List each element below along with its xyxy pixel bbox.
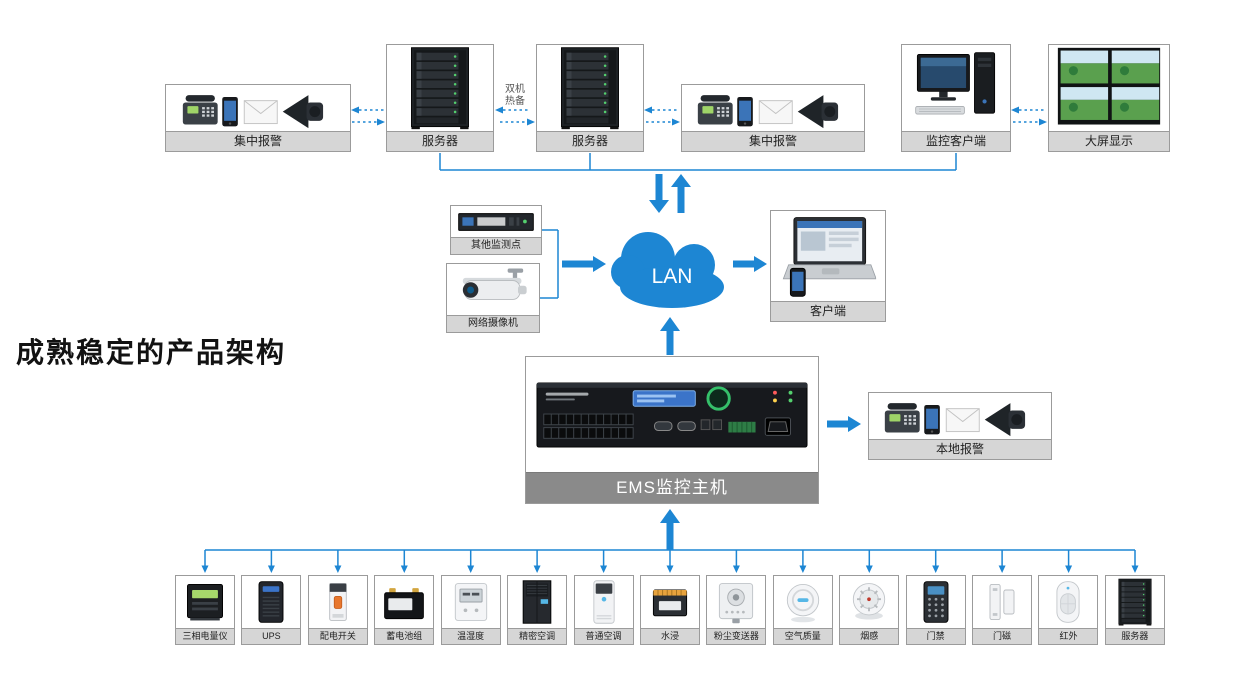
server-rack-icon — [387, 45, 493, 131]
device-label: 蓄电池组 — [375, 628, 434, 644]
other-monitor-label: 其他监测点 — [451, 237, 541, 254]
lan-label: LAN — [652, 265, 693, 288]
smoke-detector-icon — [840, 576, 898, 628]
water-leak-icon — [641, 576, 699, 628]
ip-camera-label: 网络摄像机 — [447, 315, 539, 332]
device-row: 三相电量仪 UPS 配电开关 蓄电池组 温湿度 精密空调 普通空调 水浸 — [175, 575, 1165, 645]
device-box-access-control: 门禁 — [905, 575, 966, 645]
device-box-dust: 粉尘变送器 — [706, 575, 767, 645]
server-1-box: 服务器 — [386, 44, 494, 152]
big-screen-box: 大屏显示 — [1048, 44, 1170, 152]
power-meter-icon — [176, 576, 234, 628]
local-alarm-box: 本地报警 — [868, 392, 1052, 460]
client-box: 客户端 — [770, 210, 886, 322]
arrow-sensors-to-lan — [562, 260, 594, 268]
central-alarm-right-box: 集中报警 — [681, 84, 865, 152]
arrow-ems-to-local-alarm — [827, 420, 849, 428]
alarm-group-icon — [869, 393, 1051, 439]
server-rack-icon — [537, 45, 643, 131]
server-1-label: 服务器 — [387, 131, 493, 151]
device-box-battery: 蓄电池组 — [374, 575, 435, 645]
dust-sensor-icon — [707, 576, 765, 628]
device-box-power-meter: 三相电量仪 — [175, 575, 235, 645]
laptop-phone-icon — [771, 211, 885, 301]
device-label: 温湿度 — [441, 628, 500, 644]
device-box-breaker: 配电开关 — [307, 575, 368, 645]
alarm-group-icon — [166, 85, 350, 131]
device-box-door-magnet: 门磁 — [972, 575, 1033, 645]
page-title: 成熟稳定的产品架构 — [16, 337, 287, 368]
breaker-icon — [309, 576, 367, 628]
ip-camera-box: 网络摄像机 — [446, 263, 540, 333]
server-2-label: 服务器 — [537, 131, 643, 151]
ip-camera-icon — [447, 264, 539, 315]
ems-host-label: EMS监控主机 — [526, 472, 818, 503]
device-label: 配电开关 — [308, 628, 367, 644]
central-alarm-right-label: 集中报警 — [682, 131, 864, 151]
device-box-infrared: 红外 — [1038, 575, 1099, 645]
pir-sensor-icon — [1039, 576, 1097, 628]
device-label: 粉尘变送器 — [707, 628, 766, 644]
device-box-air-quality: 空气质量 — [772, 575, 833, 645]
ems-host-box: EMS监控主机 — [525, 356, 819, 504]
device-label: 烟感 — [840, 628, 899, 644]
local-alarm-label: 本地报警 — [869, 439, 1051, 459]
client-label: 客户端 — [771, 301, 885, 321]
air-quality-icon — [774, 576, 832, 628]
device-box-precision-ac: 精密空调 — [507, 575, 568, 645]
arrow-down-to-lan — [655, 174, 663, 202]
device-label: 普通空调 — [574, 628, 633, 644]
server-icon — [1106, 576, 1164, 628]
drop-arrowheads — [201, 565, 1139, 573]
lan-cloud: LAN — [611, 232, 724, 308]
device-label: 三相电量仪 — [176, 628, 234, 644]
device-box-ups: UPS — [241, 575, 302, 645]
device-box-water-leak: 水浸 — [639, 575, 700, 645]
arrow-lan-to-client — [733, 260, 755, 268]
battery-icon — [375, 576, 433, 628]
arrow-ems-to-lan — [660, 317, 680, 331]
central-alarm-left-box: 集中报警 — [165, 84, 351, 152]
video-wall-icon — [1049, 45, 1169, 131]
arrow-up-from-lan — [671, 174, 691, 187]
device-label: 服务器 — [1105, 628, 1164, 644]
ups-icon — [242, 576, 300, 628]
ac-icon — [575, 576, 633, 628]
other-monitor-box: 其他监测点 — [450, 205, 542, 255]
device-label: 水浸 — [640, 628, 699, 644]
device-label: 红外 — [1039, 628, 1098, 644]
device-label: 门禁 — [906, 628, 965, 644]
door-magnet-icon — [973, 576, 1031, 628]
device-label: 精密空调 — [508, 628, 567, 644]
temp-humidity-icon — [442, 576, 500, 628]
device-label: 空气质量 — [773, 628, 832, 644]
central-alarm-left-label: 集中报警 — [166, 131, 350, 151]
device-box-server: 服务器 — [1104, 575, 1165, 645]
workstation-icon — [902, 45, 1010, 131]
monitor-client-box: 监控客户端 — [901, 44, 1011, 152]
device-box-smoke: 烟感 — [839, 575, 900, 645]
device-box-temp-humidity: 温湿度 — [440, 575, 501, 645]
monitor-device-icon — [451, 206, 541, 237]
device-label: UPS — [242, 628, 301, 644]
dual-hot-standby-label: 双机热备 — [505, 84, 525, 107]
arrow-bus-to-ems — [660, 509, 680, 523]
device-label: 门磁 — [973, 628, 1032, 644]
server-2-box: 服务器 — [536, 44, 644, 152]
alarm-group-icon — [682, 85, 864, 131]
precision-ac-icon — [508, 576, 566, 628]
ems-device-image — [526, 357, 818, 472]
monitor-client-label: 监控客户端 — [902, 131, 1010, 151]
big-screen-label: 大屏显示 — [1049, 131, 1169, 151]
device-box-ac: 普通空调 — [573, 575, 634, 645]
access-control-icon — [907, 576, 965, 628]
